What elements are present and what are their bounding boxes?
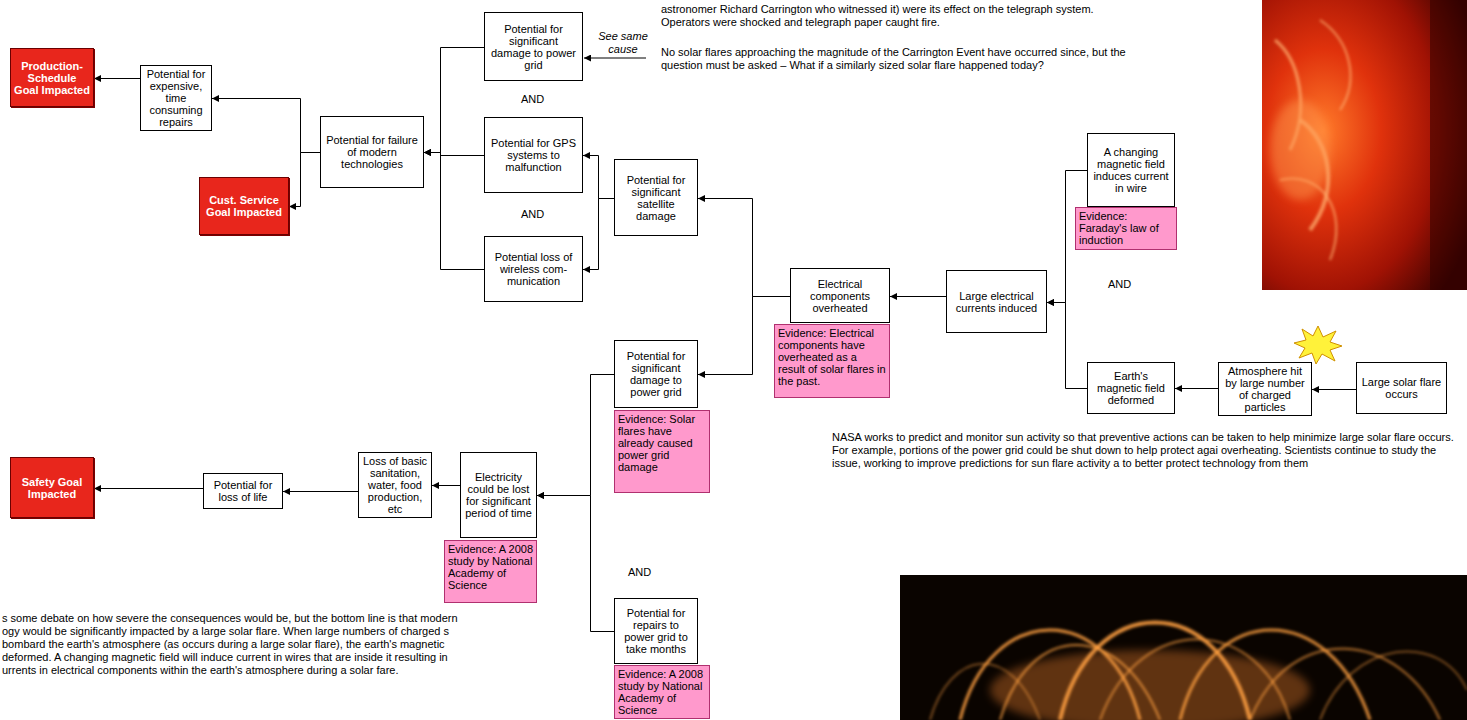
box-text: Production-Schedule Goal Impacted: [14, 60, 90, 96]
cause-box: Electrical components overheated: [790, 268, 890, 323]
box-text: Atmosphere hit by large number of charge…: [1222, 365, 1308, 413]
cause-arrow: [1175, 388, 1218, 389]
cause-arrow: [424, 48, 484, 153]
cause-arrow: [424, 153, 484, 270]
cause-box: Large solar flare occurs: [1356, 362, 1447, 414]
cause-box: Atmosphere hit by large number of charge…: [1218, 362, 1312, 416]
sun-photo-top: [1262, 0, 1467, 290]
cause-arrow: [212, 99, 320, 153]
cause-box: Potential loss of wireless com- municati…: [484, 236, 583, 302]
cause-box: Potential for loss of life: [203, 473, 283, 509]
box-text: Potential for loss of life: [207, 479, 279, 503]
box-text: Evidence: Faraday's law of induction: [1079, 210, 1173, 246]
cause-arrow: [283, 491, 358, 492]
box-text: Potential loss of wireless com- municati…: [488, 251, 579, 287]
and-label: AND: [521, 208, 551, 221]
box-text: Evidence: Electrical components have ove…: [778, 327, 886, 387]
cause-arrow: [583, 199, 614, 270]
cause-box: Potential for significant damage to powe…: [484, 12, 583, 81]
cause-arrow: [890, 296, 946, 297]
cause-box: Potential for failure of modern technolo…: [320, 116, 424, 188]
box-text: Electricity could be lost for significan…: [464, 471, 533, 519]
and-label: AND: [521, 93, 551, 106]
question-note: No solar flares approaching the magnitud…: [661, 46, 1131, 72]
cause-arrow: [1047, 303, 1087, 389]
history-note: astronomer Richard Carrington who witnes…: [661, 3, 1131, 29]
cause-arrow: [1312, 389, 1356, 390]
box-text: Potential for failure of modern technolo…: [324, 134, 420, 170]
evidence-box: Evidence: Faraday's law of induction: [1075, 207, 1177, 250]
cause-arrow: [583, 156, 614, 199]
and-label: AND: [628, 566, 658, 579]
explanation-note: s some debate on how severe the conseque…: [2, 612, 472, 677]
box-text: Loss of basic sanitation, water, food pr…: [362, 455, 428, 515]
box-text: Potential for repairs to power grid to t…: [618, 607, 694, 655]
box-text: Potential for expensive, time consuming …: [144, 68, 208, 128]
and-label: AND: [1108, 278, 1138, 291]
box-text: Large solar flare occurs: [1360, 376, 1443, 400]
box-text: Cust. Service Goal Impacted: [203, 194, 285, 218]
box-text: Evidence: A 2008 study by National Acade…: [618, 668, 706, 716]
cause-arrow: [698, 199, 790, 297]
cause-box: Potential for expensive, time consuming …: [140, 65, 212, 131]
cause-box: Earth's magnetic field deformed: [1087, 362, 1175, 414]
cross-reference-note: See same cause: [598, 30, 648, 56]
cause-box: Loss of basic sanitation, water, food pr…: [358, 452, 432, 518]
evidence-box: Evidence: Electrical components have ove…: [774, 324, 890, 398]
cause-arrow: [432, 485, 460, 486]
cause-box: Potential for repairs to power grid to t…: [614, 598, 698, 664]
cause-box: Large electrical currents induced: [946, 270, 1047, 333]
cause-arrow: [537, 496, 614, 632]
cause-arrow: [289, 153, 320, 207]
evidence-box: Evidence: Solar flares have already caus…: [614, 410, 710, 493]
box-text: Potential for significant damage to powe…: [488, 23, 579, 71]
box-text: Potential for GPS systems to malfunction: [488, 137, 579, 173]
cause-box: Potential for significant damage to powe…: [614, 340, 698, 408]
box-text: Evidence: Solar flares have already caus…: [618, 413, 706, 473]
prevention-note: NASA works to predict and monitor sun ac…: [832, 431, 1462, 470]
evidence-box: Evidence: A 2008 study by National Acade…: [444, 540, 537, 603]
goal-box: Production-Schedule Goal Impacted: [10, 48, 94, 107]
cause-box: A changing magnetic field induces curren…: [1087, 133, 1175, 207]
sun-loops-photo: [900, 575, 1467, 720]
box-text: Electrical components overheated: [794, 278, 886, 314]
box-text: Safety Goal Impacted: [14, 476, 90, 500]
box-text: Earth's magnetic field deformed: [1091, 370, 1171, 406]
flare-starburst: [1294, 326, 1342, 364]
box-text: Evidence: A 2008 study by National Acade…: [448, 543, 533, 591]
evidence-box: Evidence: A 2008 study by National Acade…: [614, 665, 710, 719]
cause-arrow: [94, 78, 140, 79]
cause-arrow: [537, 375, 614, 496]
goal-box: Safety Goal Impacted: [10, 457, 94, 518]
box-text: A changing magnetic field induces curren…: [1091, 146, 1171, 194]
box-text: Large electrical currents induced: [950, 290, 1043, 314]
box-text: Potential for significant satellite dama…: [618, 174, 694, 222]
cause-box: Electricity could be lost for significan…: [460, 452, 537, 538]
cause-box: Potential for GPS systems to malfunction: [484, 117, 583, 193]
see-same-cause-arrow: [584, 58, 646, 59]
cause-arrow: [94, 488, 203, 489]
box-text: Potential for significant damage to powe…: [618, 350, 694, 398]
cause-box: Potential for significant satellite dama…: [614, 159, 698, 236]
goal-box: Cust. Service Goal Impacted: [199, 177, 289, 235]
